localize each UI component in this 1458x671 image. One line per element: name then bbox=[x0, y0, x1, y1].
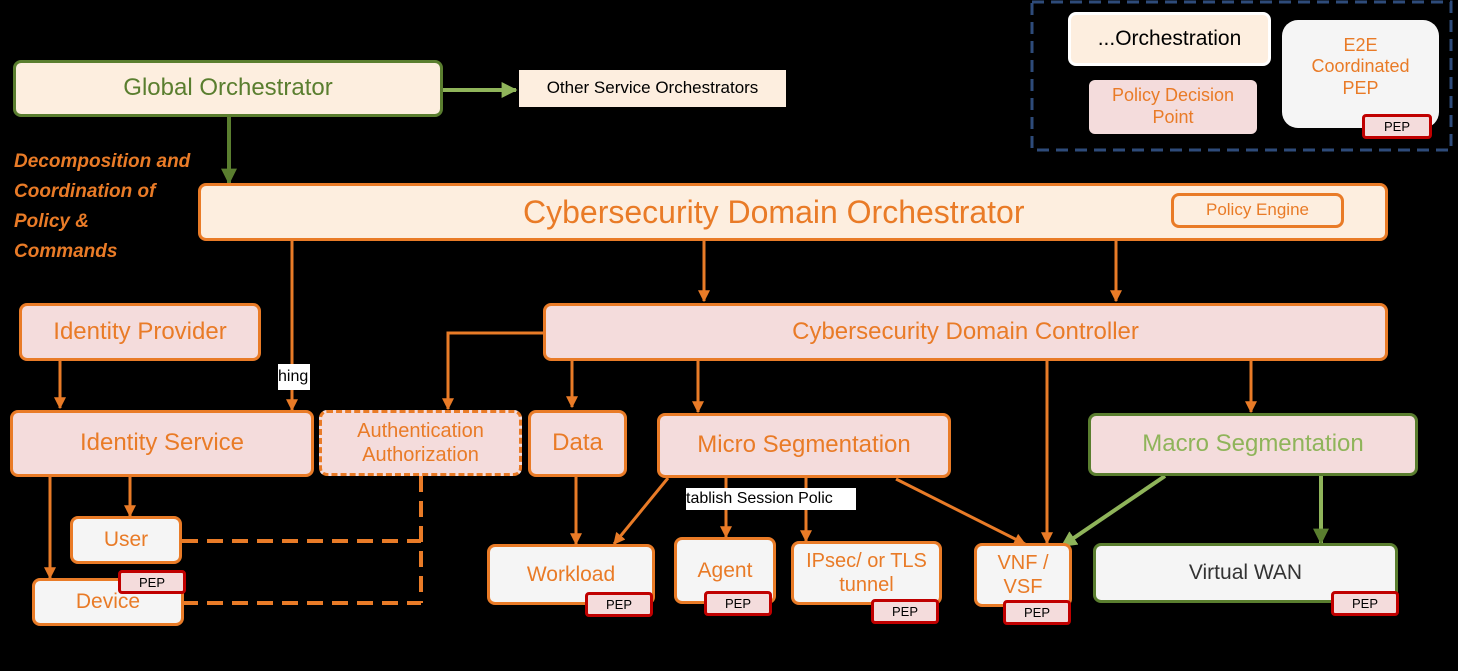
other-service-orchestrators: Other Service Orchestrators bbox=[519, 70, 786, 107]
pep-badge-device: PEP bbox=[118, 570, 186, 594]
ipsec-tls-tunnel: IPsec/ or TLS tunnel bbox=[791, 541, 942, 605]
provisioning-label: hing bbox=[278, 364, 310, 390]
arrow-cdc-to-authn bbox=[442, 331, 545, 411]
vnf-vsf: VNF / VSF bbox=[974, 543, 1072, 607]
pep-badge-legend: PEP bbox=[1362, 114, 1432, 139]
global-orchestrator: Global Orchestrator bbox=[13, 60, 443, 117]
pep-badge-agent: PEP bbox=[704, 591, 772, 616]
arrow-micro-to-vnf bbox=[895, 477, 1027, 546]
virtual-wan: Virtual WAN bbox=[1093, 543, 1398, 603]
legend-policy-decision-point: Policy Decision Point bbox=[1089, 80, 1257, 134]
pep-badge-vnf: PEP bbox=[1003, 600, 1071, 625]
pep-badge-virtual-wan: PEP bbox=[1331, 591, 1399, 616]
data: Data bbox=[528, 410, 627, 477]
legend-frame bbox=[1030, 0, 1453, 152]
arrow-macro-to-vnf bbox=[1060, 474, 1167, 548]
pep-badge-workload: PEP bbox=[585, 592, 653, 617]
legend-e2e-pep: E2E Coordinated PEP bbox=[1282, 20, 1439, 128]
cybersecurity-domain-controller: Cybersecurity Domain Controller bbox=[543, 303, 1388, 361]
identity-service: Identity Service bbox=[10, 410, 314, 477]
micro-segmentation: Micro Segmentation bbox=[657, 413, 951, 478]
pep-badge-tunnel: PEP bbox=[871, 599, 939, 624]
legend-orchestration: ...Orchestration bbox=[1068, 12, 1271, 66]
authentication-authorization: Authentication Authorization bbox=[319, 410, 522, 476]
decomposition-note: Decomposition and Coordination of Policy… bbox=[14, 151, 191, 262]
session-policy-label: tablish Session Polic bbox=[686, 488, 856, 510]
policy-engine: Policy Engine bbox=[1171, 193, 1344, 228]
identity-provider: Identity Provider bbox=[19, 303, 261, 361]
user: User bbox=[70, 516, 182, 564]
macro-segmentation: Macro Segmentation bbox=[1088, 413, 1418, 476]
arrow-micro-to-workload bbox=[612, 477, 670, 545]
